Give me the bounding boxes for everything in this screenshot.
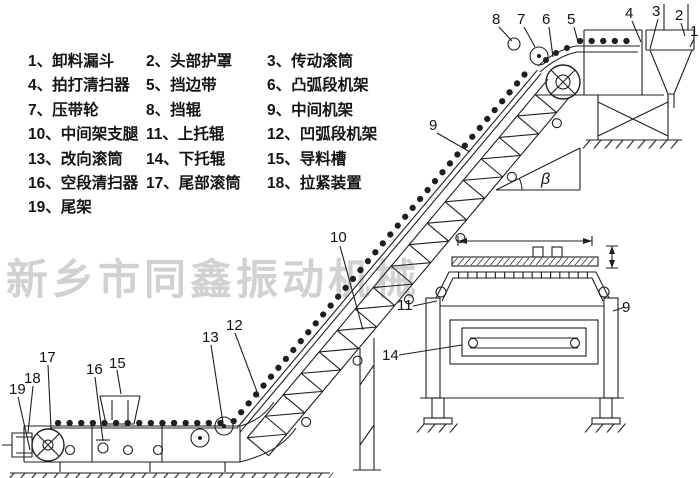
callout-13: 13: [202, 329, 219, 346]
cleat-dots: [230, 64, 534, 425]
cross-section-view: [416, 236, 632, 433]
legend-item: 14、下托辊: [146, 150, 226, 168]
callout-16: 16: [86, 361, 103, 378]
legend-item: 12、凹弧段机架: [267, 126, 378, 144]
press-wheel: [529, 46, 549, 66]
bend-pulleys: [190, 416, 234, 448]
callout-3: 3: [652, 3, 660, 20]
callout-5: 5: [567, 11, 575, 28]
upper-idler-trough: [435, 271, 610, 302]
callout-9-incline: 9: [429, 117, 437, 134]
callout-19: 19: [9, 381, 26, 398]
callout-15: 15: [109, 355, 126, 372]
legend-item: 11、上托辊: [146, 126, 225, 144]
callout-numbers: 8 7 6 5 4 3 2 1 9 10 12 13 15 16 17 18 1…: [9, 3, 698, 398]
dimension-top: [457, 236, 593, 246]
angle-beta-label: β: [540, 171, 550, 188]
legend-item: 17、尾部滚筒: [146, 175, 241, 193]
callout-10: 10: [330, 229, 347, 246]
legend-item: 18、拉紧装置: [267, 175, 362, 193]
head-guard: [536, 29, 664, 96]
legend-item: 5、挡边带: [146, 77, 217, 95]
callout-6: 6: [542, 11, 550, 28]
callout-1: 1: [690, 23, 698, 40]
legend-item: 7、压带轮: [28, 101, 99, 119]
legend-item: 8、挡辊: [146, 101, 202, 119]
legend-item: 2、头部护罩: [146, 53, 233, 70]
section-frame: [416, 297, 632, 433]
callout-4: 4: [625, 5, 633, 22]
drive-pulley: [545, 64, 581, 100]
legend-item: 19、尾架: [28, 199, 92, 217]
legend-item: 1、卸料漏斗: [28, 53, 115, 70]
guard-roller: [507, 37, 521, 51]
take-up-device: [2, 432, 33, 458]
angle-indicator: β: [495, 147, 581, 191]
legend-item: 4、拍打清扫器: [28, 77, 130, 95]
incline-conveyor: [230, 64, 570, 457]
callout-17: 17: [39, 349, 56, 366]
concave-arc-frame: [239, 401, 297, 463]
tail-assembly: [2, 395, 334, 478]
empty-section-cleaner: [96, 439, 110, 454]
callout-leaders: [17, 18, 695, 451]
legend-item: 10、中间架支腿: [28, 126, 139, 144]
callout-8: 8: [492, 11, 500, 28]
callout-12: 12: [226, 317, 243, 334]
legend-item: 3、传动滚筒: [267, 53, 354, 70]
middle-frame-legs: [353, 338, 381, 471]
watermark: 新乡市同鑫振动机械: [6, 256, 421, 303]
head-assembly: [507, 4, 695, 149]
callout-11: 11: [397, 297, 413, 314]
callout-14: 14: [382, 347, 399, 364]
callout-7: 7: [517, 11, 525, 28]
callout-2: 2: [675, 7, 683, 24]
callout-9-section: 9: [622, 299, 630, 316]
dimension-right: [606, 245, 618, 269]
legend-item: 13、改向滚筒: [28, 150, 123, 168]
parts-legend: 1、卸料漏斗 2、头部护罩 3、传动滚筒 4、拍打清扫器 5、挡边带 6、凸弧段…: [28, 50, 417, 221]
tail-frame: [23, 425, 241, 463]
legend-item: 6、凸弧段机架: [267, 77, 369, 95]
lower-idler-box: [449, 319, 599, 365]
legend-item: 16、空段清扫器: [28, 175, 139, 193]
legend-item: 9、中间机架: [267, 101, 354, 119]
tail-pulley: [31, 428, 65, 462]
head-frame: [582, 95, 686, 149]
legend-item: 15、导料槽: [267, 150, 347, 168]
callout-18: 18: [24, 370, 41, 387]
guide-chute: [99, 395, 141, 425]
